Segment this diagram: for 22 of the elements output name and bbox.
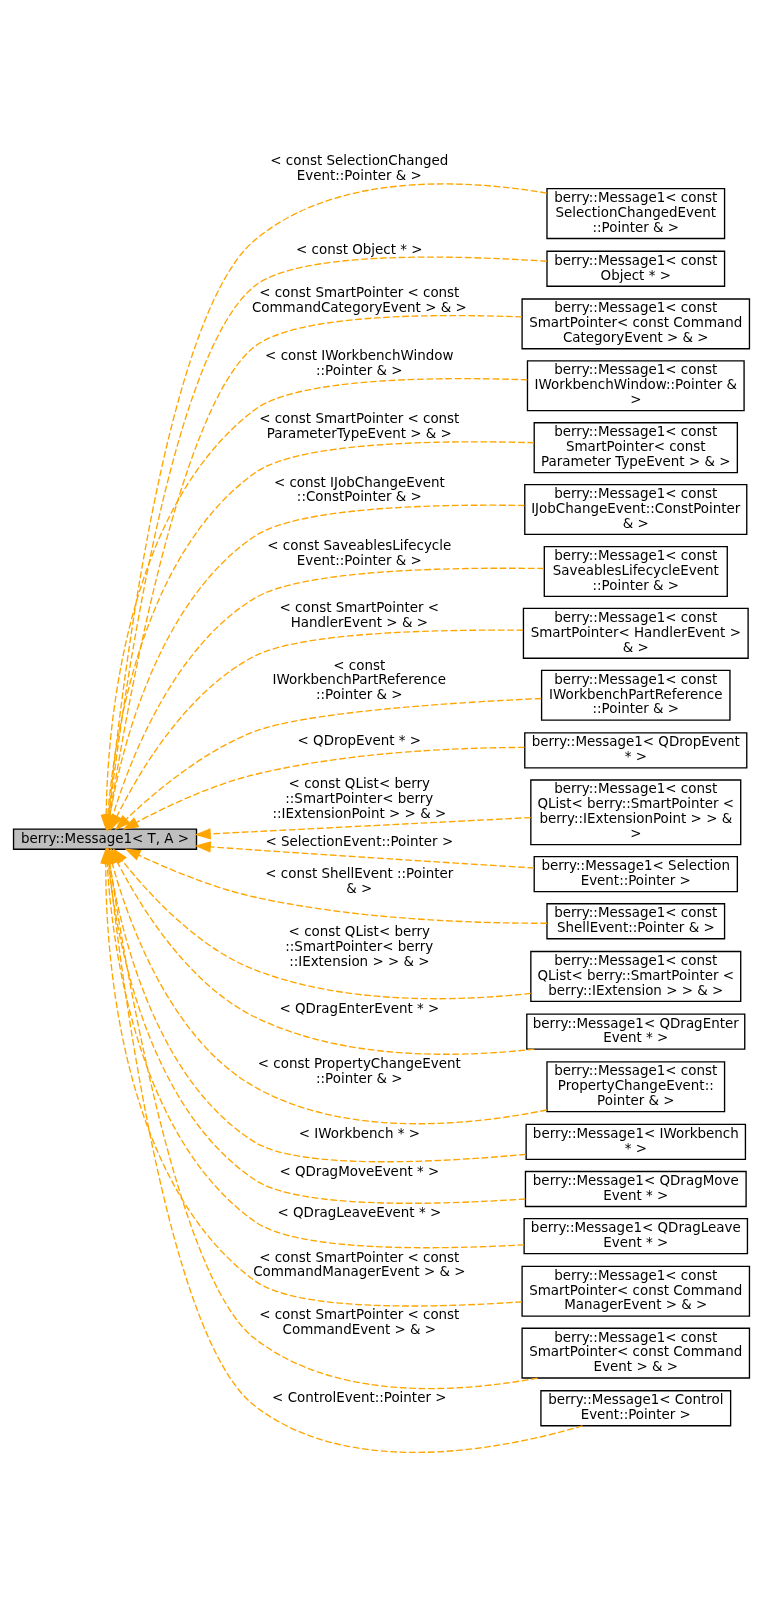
edge-label: < const QList< berry ::SmartPointer< berry ::IExtensionPoint > > & >: [272, 776, 447, 821]
edge-label: < const IWorkbenchPartReference ::Pointer & >: [272, 657, 446, 703]
edge-label: < const SaveablesLifecycle Event::Pointer & >: [267, 537, 452, 568]
edge-label: < const SmartPointer < const ParameterTypeEvent > & >: [259, 411, 460, 442]
edge-label: < QDragLeaveEvent * >: [277, 1205, 442, 1221]
edge-label: < const PropertyChangeEvent ::Pointer & >: [257, 1055, 461, 1086]
edge-label: < QDropEvent * >: [297, 733, 422, 748]
edge-label: < const SmartPointer < const CommandCategoryEvent > & >: [251, 284, 467, 315]
edge-label: < IWorkbench * >: [298, 1125, 420, 1141]
edge-label: < const SmartPointer < HandlerEvent > & >: [279, 599, 440, 630]
edge-label: < const SmartPointer < const CommandManagerEvent > & >: [253, 1249, 466, 1280]
edge-label: < const SelectionChanged Event::Pointer & >: [270, 153, 449, 183]
edge-label: < QDragMoveEvent * >: [279, 1163, 440, 1179]
edge-label: < const IWorkbenchWindow ::Pointer & >: [265, 348, 454, 379]
edge-label: < const SmartPointer < const CommandEvent > & >: [259, 1307, 460, 1338]
edge-label: < const ShellEvent ::Pointer & >: [265, 866, 454, 896]
edge-label: < const Object * >: [296, 241, 423, 257]
edge-label: < QDragEnterEvent * >: [279, 1000, 440, 1016]
edge-label: < ControlEvent::Pointer >: [272, 1389, 447, 1405]
edge-label: < const IJobChangeEvent ::ConstPointer & >: [273, 474, 445, 505]
edge-label: < SelectionEvent::Pointer >: [265, 833, 454, 849]
edge-label: < const QList< berry ::SmartPointer< berry ::IExtension > > & >: [285, 924, 434, 969]
